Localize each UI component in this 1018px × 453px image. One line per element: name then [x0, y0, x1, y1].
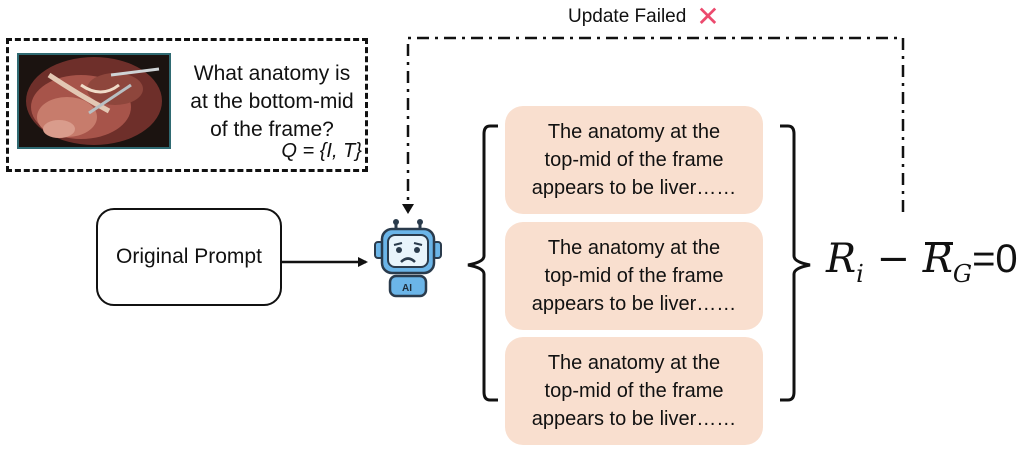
query-formula: Q = {I, T} — [281, 140, 362, 162]
reward-g-sub: G — [952, 260, 973, 288]
feedback-arrowhead — [402, 204, 414, 214]
feedback-path — [406, 36, 905, 212]
reward-i-sub: i — [856, 260, 864, 288]
response-line: The anatomy at the — [547, 237, 721, 259]
response-line: appears to be liver…… — [531, 408, 737, 430]
question-line: of the frame? — [210, 118, 334, 141]
original-prompt-label: Original Prompt — [116, 245, 262, 268]
robot-badge: AI — [402, 283, 412, 294]
formula-minus: − — [863, 236, 923, 282]
original-prompt-box: Original Prompt — [96, 208, 282, 306]
update-failed-text: Update Failed — [568, 6, 687, 27]
response-line: appears to be liver…… — [531, 293, 737, 315]
response-line: top-mid of the frame — [544, 265, 724, 287]
connectors-layer — [282, 36, 905, 402]
query-box — [6, 38, 368, 172]
question-line: at the bottom-mid — [190, 90, 354, 113]
response-card-3: The anatomy at the top-mid of the frame … — [505, 337, 763, 445]
left-brace — [467, 124, 498, 402]
sad-robot-icon: AI — [372, 218, 444, 298]
right-brace — [780, 124, 811, 402]
update-failed-label: Update Failed ✕ — [568, 0, 720, 33]
reward-r-i: R — [826, 236, 857, 282]
question-line: What anatomy is — [193, 62, 351, 85]
response-card-1: The anatomy at the top-mid of the frame … — [505, 106, 763, 214]
reward-formula: Ri − RG=0 — [826, 236, 1018, 288]
response-line: top-mid of the frame — [544, 380, 724, 402]
response-card-2: The anatomy at the top-mid of the frame … — [505, 222, 763, 330]
response-line: The anatomy at the — [547, 352, 721, 374]
query-question: What anatomy is at the bottom-mid of the… — [180, 60, 364, 144]
reward-r-g-bar: R — [922, 236, 954, 282]
surgical-frame-image — [17, 53, 171, 149]
response-line: appears to be liver…… — [531, 177, 737, 199]
response-line: The anatomy at the — [547, 121, 721, 143]
formula-equals-zero: =0 — [972, 237, 1018, 281]
response-line: top-mid of the frame — [544, 149, 724, 171]
cross-mark-icon: ✕ — [696, 0, 720, 33]
